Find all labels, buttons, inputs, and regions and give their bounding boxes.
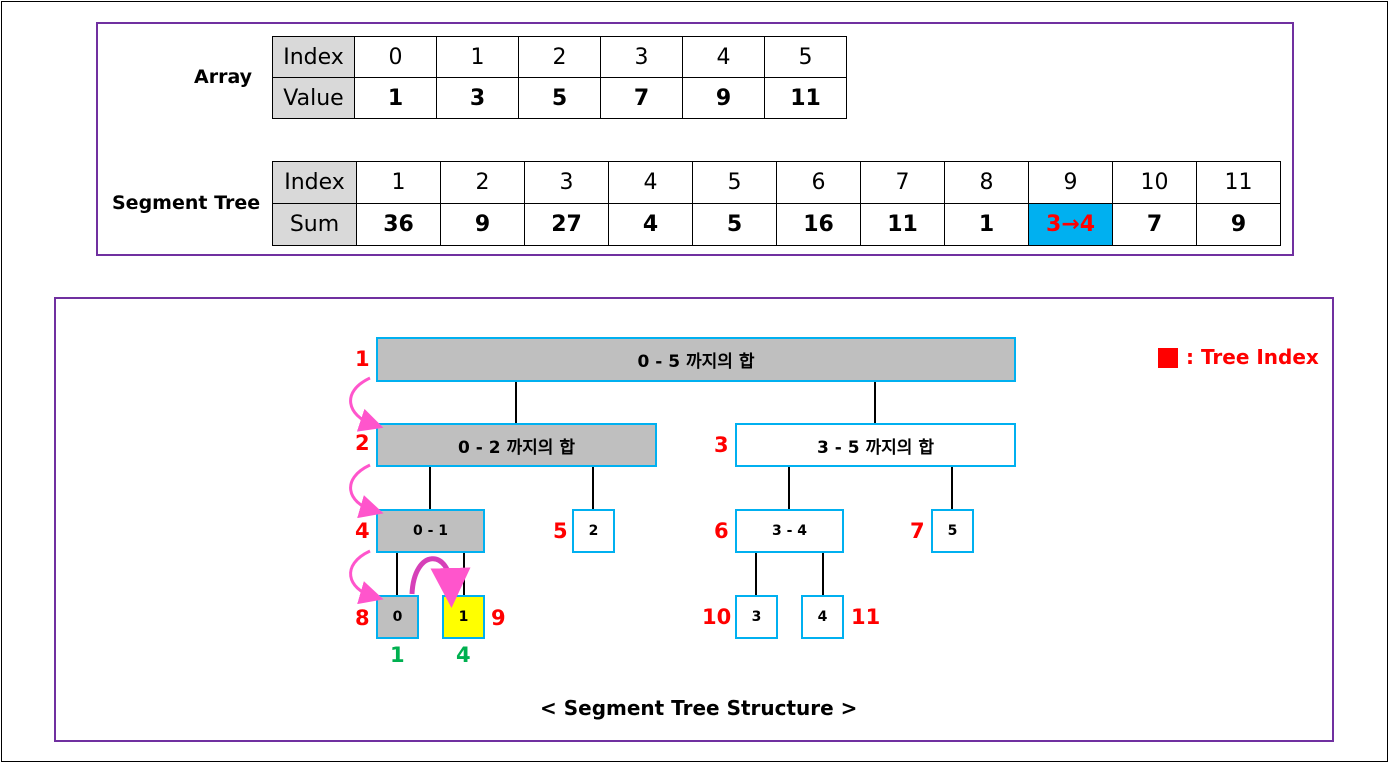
- tree-node-2: 0 - 2 까지의 합: [376, 423, 657, 467]
- tree-index-8: 8: [355, 606, 370, 630]
- traversal-arrow: [349, 463, 384, 519]
- array-index-row: Index 0 1 2 3 4 5: [272, 36, 847, 78]
- array-value-header: Value: [272, 77, 355, 119]
- tree-node-11: 4: [801, 595, 844, 639]
- segment-index-cell: 11: [1196, 161, 1281, 204]
- tree-node-3: 3 - 5 까지의 합: [735, 423, 1016, 467]
- segment-index-cell: 9: [1028, 161, 1113, 204]
- traversal-arrow: [349, 549, 384, 605]
- segment-sum-cell: 9: [1196, 203, 1281, 246]
- segment-tree-table: Index 1 2 3 4 5 6 7 8 9 10 11 Sum 36 9 2…: [272, 161, 1281, 246]
- array-value-cell: 3: [436, 77, 519, 119]
- segment-sum-cell: 27: [524, 203, 609, 246]
- tree-index-9: 9: [491, 606, 506, 630]
- segment-tree-label: Segment Tree: [112, 192, 261, 214]
- segment-sum-cell: 16: [776, 203, 861, 246]
- tree-index-10: 10: [702, 605, 732, 629]
- tree-node-10: 3: [735, 595, 778, 639]
- tree-node-1: 0 - 5 까지의 합: [376, 337, 1016, 382]
- segment-sum-cell: 4: [608, 203, 693, 246]
- tree-node-8: 0: [376, 595, 419, 639]
- array-value-label: 4: [456, 643, 471, 667]
- legend-text: : Tree Index: [1186, 345, 1319, 369]
- tree-index-4: 4: [355, 519, 370, 543]
- array-index-header: Index: [272, 36, 355, 78]
- segment-index-cell: 1: [356, 161, 441, 204]
- edge-line: [396, 553, 398, 595]
- array-label: Array: [194, 66, 253, 88]
- diagram-caption: < Segment Tree Structure >: [540, 696, 858, 720]
- segment-sum-cell: 5: [692, 203, 777, 246]
- array-value-cell: 5: [518, 77, 601, 119]
- segment-sum-header: Sum: [272, 203, 357, 246]
- edge-line: [822, 553, 824, 595]
- edge-line: [874, 381, 876, 423]
- tree-index-7: 7: [910, 519, 925, 543]
- array-value-cell: 11: [764, 77, 847, 119]
- tree-node-6: 3 - 4: [735, 509, 844, 553]
- segment-sum-cell: 9: [440, 203, 525, 246]
- edge-line: [755, 553, 757, 595]
- tree-index-1: 1: [355, 347, 370, 371]
- tree-index-6: 6: [714, 519, 729, 543]
- array-index-cell: 0: [354, 36, 437, 78]
- tree-index-3: 3: [714, 433, 729, 457]
- array-index-cell: 4: [682, 36, 765, 78]
- segment-sum-cell: 7: [1112, 203, 1197, 246]
- array-value-cell: 9: [682, 77, 765, 119]
- segment-sum-row: Sum 36 9 27 4 5 16 11 1 3→4 7 9: [272, 203, 1281, 246]
- legend-swatch: [1158, 348, 1178, 368]
- array-index-cell: 5: [764, 36, 847, 78]
- array-index-cell: 2: [518, 36, 601, 78]
- segment-index-cell: 5: [692, 161, 777, 204]
- tree-node-4: 0 - 1: [376, 509, 485, 553]
- traversal-arrow: [409, 556, 471, 608]
- array-value-cell: 1: [354, 77, 437, 119]
- traversal-arrow: [349, 376, 384, 432]
- array-value-row: Value 1 3 5 7 9 11: [272, 77, 847, 119]
- edge-line: [951, 466, 953, 509]
- array-table: Index 0 1 2 3 4 5 Value 1 3 5 7 9 11: [272, 36, 847, 119]
- edge-line: [592, 466, 594, 509]
- tree-panel: [54, 297, 1334, 742]
- tree-node-5: 2: [572, 509, 615, 553]
- edge-line: [429, 466, 431, 509]
- tree-node-7: 5: [931, 509, 974, 553]
- segment-sum-cell: 11: [860, 203, 945, 246]
- array-value-label: 1: [390, 643, 405, 667]
- segment-index-header: Index: [272, 161, 357, 204]
- tables-panel: [96, 22, 1294, 256]
- segment-sum-cell-updated: 3→4: [1028, 203, 1113, 246]
- array-index-cell: 1: [436, 36, 519, 78]
- edge-line: [788, 466, 790, 509]
- segment-index-cell: 10: [1112, 161, 1197, 204]
- tree-index-11: 11: [851, 605, 881, 629]
- tree-index-2: 2: [355, 431, 370, 455]
- array-value-cell: 7: [600, 77, 683, 119]
- segment-sum-cell: 1: [944, 203, 1029, 246]
- tree-index-5: 5: [553, 519, 568, 543]
- edge-line: [515, 381, 517, 423]
